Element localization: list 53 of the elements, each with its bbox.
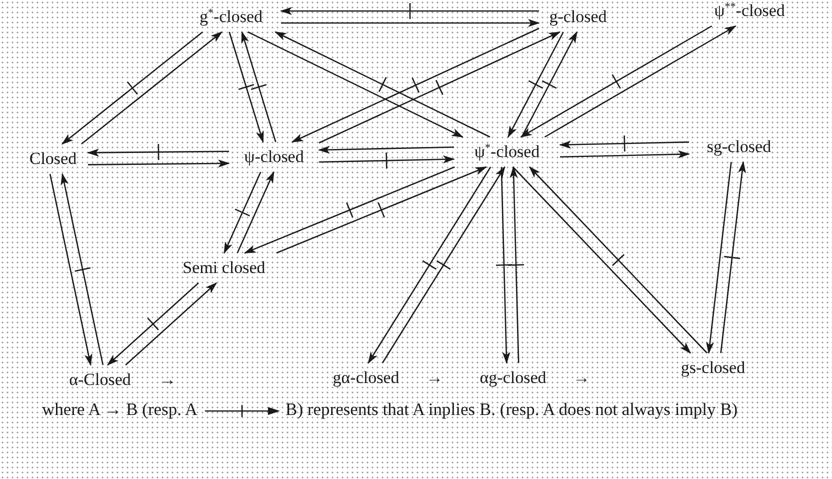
arrow-symbol: →	[573, 367, 590, 389]
closure-term: αg-closed	[467, 367, 559, 389]
implication-arrow	[88, 160, 230, 168]
caption-text: where A → B (resp. A	[42, 399, 198, 419]
non-implication-arrow	[224, 171, 262, 254]
non-implication-arrow	[495, 166, 513, 364]
non-implication-arrow	[368, 166, 492, 364]
non-implication-arrow	[528, 166, 708, 354]
non-implication-arrow	[318, 152, 455, 170]
closure-term: g-closed	[543, 6, 613, 28]
non-implication-arrow	[382, 166, 506, 364]
closure-term: Closed	[22, 148, 84, 170]
implication-arrow	[125, 282, 218, 366]
implication-arrow	[560, 150, 690, 158]
closure-term: gs-closed	[668, 357, 758, 379]
implication-arrow	[318, 146, 454, 154]
non-implication-arrow	[559, 134, 690, 152]
non-implication-arrow	[507, 31, 564, 138]
arrow-symbol: →	[159, 369, 176, 391]
closure-term: ψ$^{*}$-closed	[458, 141, 556, 163]
implication-arrow	[281, 19, 540, 27]
implication-arrow	[81, 31, 223, 144]
non-implication-arrow	[507, 166, 525, 364]
non-implication-arrow	[521, 31, 578, 138]
non-implication-arrow	[60, 173, 104, 366]
non-implication-arrow	[244, 166, 456, 254]
implication-arrow	[544, 25, 736, 138]
closure-term: gα-closed	[320, 367, 412, 389]
non-implication-arrow	[291, 28, 540, 143]
non-implication-arrow	[274, 31, 491, 138]
closure-term: ψ-closed	[233, 146, 315, 168]
non-implication-arrow	[280, 2, 540, 20]
non-implication-arrow	[228, 31, 264, 143]
closure-term: g$^{*}$-closed	[185, 6, 277, 28]
non-implication-arrow	[241, 31, 276, 143]
arrow-symbol: →	[426, 367, 443, 389]
implication-arrow	[248, 31, 464, 138]
non-implication-arrow	[276, 166, 488, 254]
non-implication-arrow	[520, 25, 712, 138]
non-implication-arrow	[318, 31, 561, 144]
non-implication-arrow	[720, 161, 746, 354]
closure-term: ψ$^{**}$-closed	[697, 0, 802, 22]
implication-arrow	[706, 162, 732, 354]
closure-term: α-Closed	[55, 369, 145, 391]
caption-text: B) represents that A inplies B. (resp. A does not always imply B)	[286, 399, 738, 419]
closure-term: sg-closed	[693, 136, 785, 158]
implication-arrow	[49, 174, 92, 366]
non-implication-arrow	[106, 282, 200, 366]
closure-term: Semi closed	[168, 257, 280, 279]
non-implication-arrow	[87, 143, 230, 161]
non-implication-arrow	[61, 31, 204, 145]
implication-arrow	[236, 171, 274, 254]
implication-arrow	[512, 166, 692, 354]
